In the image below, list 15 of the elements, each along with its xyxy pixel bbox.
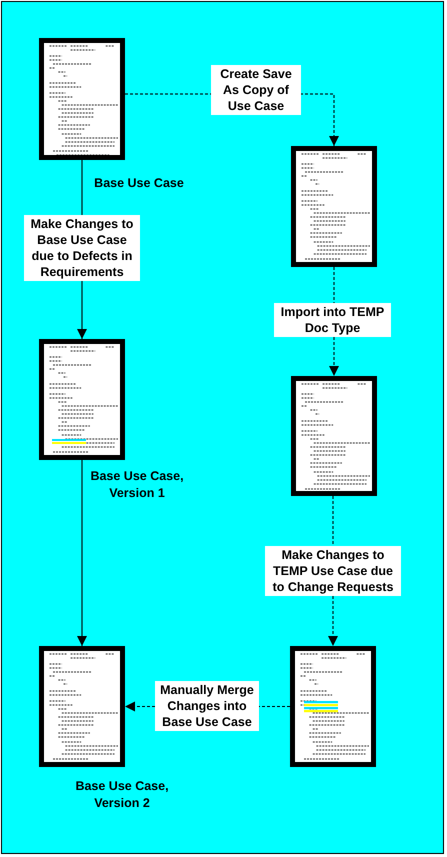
document-caption: Base Use Case, Version 1 — [89, 468, 185, 502]
edge-label: Import into TEMP Doc Type — [274, 303, 391, 337]
arrow — [77, 460, 87, 646]
document-page-drawing — [291, 376, 377, 496]
edge-label: Make Changes to Base Use Case due to Defects in Requirements — [24, 215, 140, 281]
edge-label: Make Changes to TEMP Use Case due to Change Requests — [265, 546, 401, 596]
document-caption: Base Use Case — [93, 175, 185, 192]
edge-label: Create Save As Copy of Use Case — [211, 65, 301, 115]
edge-label: Manually Merge Changes into Base Use Case — [155, 681, 259, 731]
document-page-drawing — [39, 38, 125, 160]
document-page-drawing — [39, 646, 125, 767]
document-page-drawing — [291, 146, 377, 267]
document-caption: Base Use Case, Version 2 — [74, 778, 170, 812]
document-page-drawing — [290, 646, 376, 767]
document-page-drawing — [39, 339, 125, 460]
